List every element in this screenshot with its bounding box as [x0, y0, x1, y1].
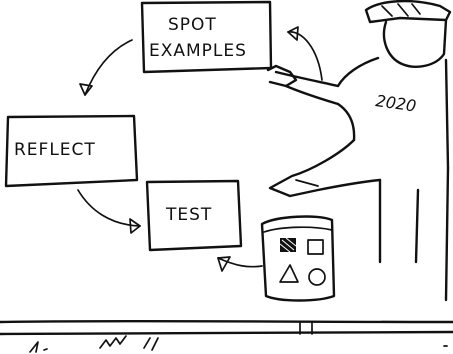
examples-label: EXAMPLES — [149, 41, 247, 61]
raised-arm-bottom — [286, 86, 338, 104]
shape-card — [262, 217, 334, 301]
arrowhead-icon — [80, 84, 92, 95]
scribble-1 — [30, 342, 47, 352]
head-outline — [384, 20, 446, 67]
shirt-number: 2020 — [374, 91, 417, 115]
presenter-figure: 2020 — [268, 1, 450, 300]
body-line-mid — [416, 190, 418, 262]
arrow-spot-to-reflect — [80, 40, 132, 95]
test-box: TEST — [147, 181, 241, 250]
spot-examples-border — [142, 2, 271, 72]
arrow-curve — [288, 32, 322, 80]
finger-line — [296, 180, 318, 186]
table-surface — [0, 321, 453, 352]
arrow-reflect-to-test — [78, 190, 140, 233]
spot-label: SPOT — [168, 15, 217, 35]
table-edge-top — [0, 321, 453, 322]
card-top-edge — [264, 227, 332, 232]
reflect-label: REFLECT — [14, 140, 96, 160]
cap-hatching — [382, 4, 420, 16]
pointing-hand-icon — [268, 66, 296, 86]
arrow-hand-to-spot — [288, 27, 322, 80]
torso-left — [338, 104, 354, 140]
arrow-card-to-test — [218, 257, 262, 271]
table-edge-bottom — [0, 332, 453, 334]
circle-icon — [309, 269, 325, 285]
square-icon — [308, 240, 323, 254]
reflect-box: REFLECT — [6, 116, 137, 186]
triangle-icon — [280, 265, 298, 282]
test-label: TEST — [165, 205, 212, 225]
spot-examples-box: SPOT EXAMPLES — [142, 2, 271, 72]
scribble-3 — [144, 338, 158, 350]
scribble-2 — [100, 336, 126, 348]
torso-right — [446, 60, 448, 168]
cap-icon — [366, 1, 450, 22]
lower-arm — [270, 140, 380, 196]
body-line-right — [446, 168, 448, 300]
